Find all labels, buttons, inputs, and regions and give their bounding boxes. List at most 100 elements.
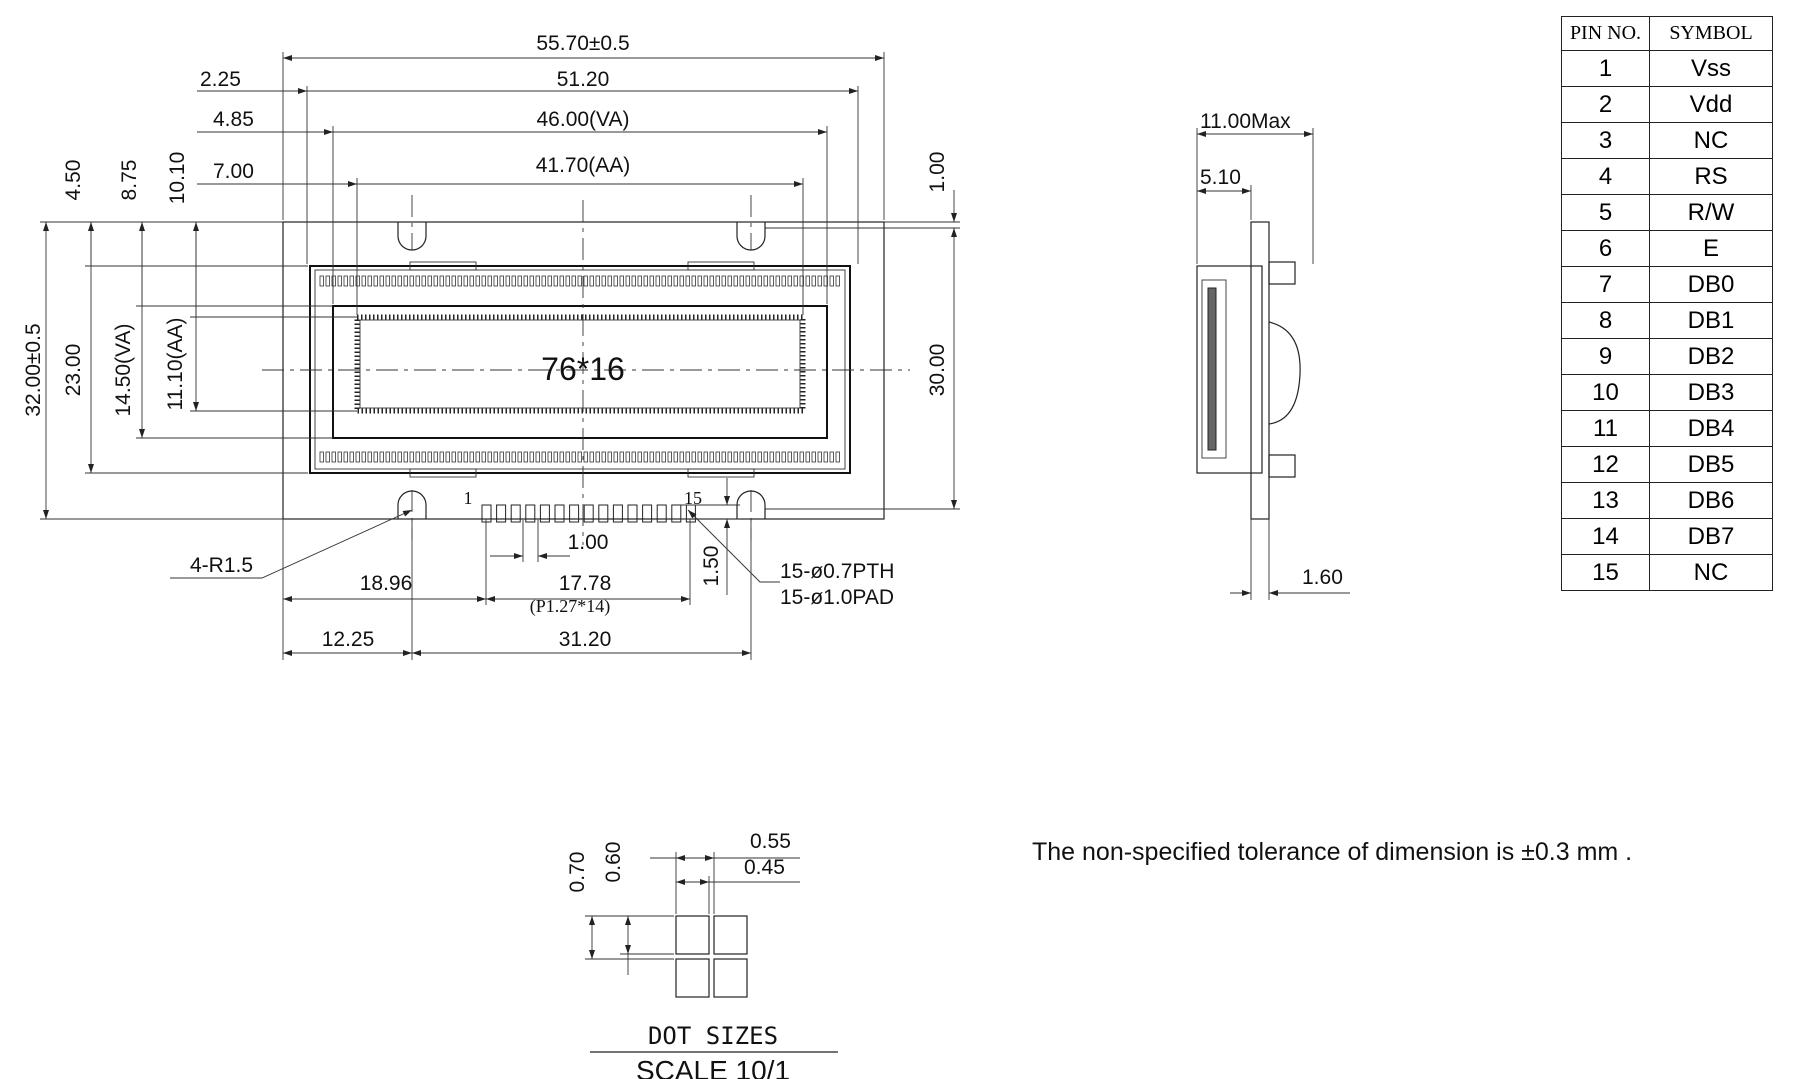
pin-symbol-cell: RS bbox=[1649, 158, 1773, 195]
connector-pin bbox=[642, 504, 653, 523]
pin-number-cell: 15 bbox=[1561, 554, 1650, 591]
hole-pad-note: 15-ø1.0PAD bbox=[780, 586, 894, 609]
pin-symbol-cell: R/W bbox=[1649, 194, 1773, 231]
connector-pin bbox=[554, 504, 565, 523]
pin-symbol-cell: DB7 bbox=[1649, 518, 1773, 555]
pin-symbol-cell: E bbox=[1649, 230, 1773, 267]
active-area bbox=[354, 314, 806, 414]
hole-pth-note: 15-ø0.7PTH bbox=[780, 560, 894, 583]
dim-height-overall: 32.00±0.5 bbox=[22, 323, 45, 416]
pin-symbol-cell: NC bbox=[1649, 554, 1773, 591]
dot-detail-title: DOT SIZES bbox=[648, 1022, 778, 1050]
connector-pin bbox=[656, 504, 667, 523]
connector-pin bbox=[525, 504, 536, 523]
dim-pin-pitch-note: (P1.27*14) bbox=[530, 596, 611, 617]
connector-pin bbox=[539, 504, 550, 523]
viewing-area bbox=[332, 305, 828, 439]
pin-number-cell: 9 bbox=[1561, 338, 1650, 375]
dim-pin-span: 17.78 bbox=[559, 572, 612, 595]
pin-symbol-cell: NC bbox=[1649, 122, 1773, 159]
lcd-frame bbox=[309, 265, 851, 474]
dim-pin-offset: 18.96 bbox=[360, 572, 413, 595]
pin-number-cell: 10 bbox=[1561, 374, 1650, 411]
dot-cell bbox=[713, 915, 748, 955]
pin-symbol-cell: Vdd bbox=[1649, 86, 1773, 123]
dim-width-pcb: 51.20 bbox=[557, 68, 610, 91]
lcd-contact-bottom bbox=[319, 451, 840, 463]
dim-height-23: 23.00 bbox=[62, 344, 85, 397]
connector-pin bbox=[671, 504, 682, 523]
pin-last-label: 15 bbox=[684, 488, 702, 508]
dot-cell bbox=[713, 958, 748, 998]
dim-top-offset-3: 10.10 bbox=[166, 152, 189, 205]
pin-first-label: 1 bbox=[464, 488, 473, 508]
pin-number-cell: 13 bbox=[1561, 482, 1650, 519]
dim-pcb-thickness: 1.60 bbox=[1302, 566, 1343, 589]
dim-dot-h-1: 0.70 bbox=[566, 852, 589, 893]
front-view: 76*16 1 15 55.70±0.5 51.20 2.25 46.00(VA… bbox=[22, 32, 960, 660]
connector-pin bbox=[569, 504, 580, 523]
connector-pin bbox=[583, 504, 594, 523]
pin-number-cell: 7 bbox=[1561, 266, 1650, 303]
connector-pin bbox=[612, 504, 623, 523]
pin-symbol-cell: DB5 bbox=[1649, 446, 1773, 483]
pin-number-cell: 6 bbox=[1561, 230, 1650, 267]
pin-symbol-cell: DB3 bbox=[1649, 374, 1773, 411]
dim-left-offset-3: 7.00 bbox=[213, 160, 254, 183]
side-pcb bbox=[1250, 221, 1270, 520]
dim-left-offset-2: 4.85 bbox=[213, 108, 254, 131]
side-lcd-contact bbox=[1207, 287, 1217, 451]
pin-symbol-cell: DB0 bbox=[1649, 266, 1773, 303]
dim-aa-width: 41.70(AA) bbox=[536, 154, 631, 177]
connector-pins bbox=[481, 504, 696, 523]
dim-dot-w-1: 0.55 bbox=[750, 830, 791, 853]
dim-va-height: 14.50(VA) bbox=[112, 324, 135, 417]
pin-number-cell: 1 bbox=[1561, 50, 1650, 87]
pin-symbol-cell: Vss bbox=[1649, 50, 1773, 87]
dim-depth: 5.10 bbox=[1200, 166, 1241, 189]
corner-radius-note: 4-R1.5 bbox=[190, 554, 253, 577]
pin-symbol-cell: DB2 bbox=[1649, 338, 1773, 375]
pin-table-header: PIN NO. SYMBOL bbox=[1561, 16, 1773, 51]
dot-cell bbox=[675, 915, 710, 955]
pin-number-cell: 8 bbox=[1561, 302, 1650, 339]
dim-aa-height: 11.10(AA) bbox=[164, 318, 187, 411]
tolerance-note: The non-specified tolerance of dimension… bbox=[1032, 838, 1633, 866]
pin-number-cell: 12 bbox=[1561, 446, 1650, 483]
dim-va-width: 46.00(VA) bbox=[537, 108, 630, 131]
connector-pin bbox=[496, 504, 507, 523]
dim-top-right: 1.00 bbox=[926, 152, 949, 193]
pin-no-header: PIN NO. bbox=[1561, 16, 1650, 51]
dim-top-offset-2: 8.75 bbox=[118, 160, 141, 201]
lcd-contact-top bbox=[319, 275, 840, 287]
pin-number-cell: 14 bbox=[1561, 518, 1650, 555]
side-chip-bump bbox=[1268, 321, 1301, 425]
dim-left-offset-1: 2.25 bbox=[200, 68, 241, 91]
dim-dot-w-2: 0.45 bbox=[744, 856, 785, 879]
pin-symbol-cell: DB1 bbox=[1649, 302, 1773, 339]
connector-pin bbox=[481, 504, 492, 523]
display-format: 76*16 bbox=[541, 351, 625, 387]
pin-number-cell: 2 bbox=[1561, 86, 1650, 123]
pin-symbol-cell: DB6 bbox=[1649, 482, 1773, 519]
dim-thickness-max: 11.00Max bbox=[1200, 110, 1291, 133]
symbol-header: SYMBOL bbox=[1649, 16, 1773, 51]
dim-dot-h-2: 0.60 bbox=[602, 842, 625, 883]
side-view: 11.00Max 5.10 1.60 bbox=[1196, 110, 1350, 600]
dim-pin-height: 1.50 bbox=[700, 546, 723, 587]
dim-hole-offset: 12.25 bbox=[322, 628, 375, 651]
